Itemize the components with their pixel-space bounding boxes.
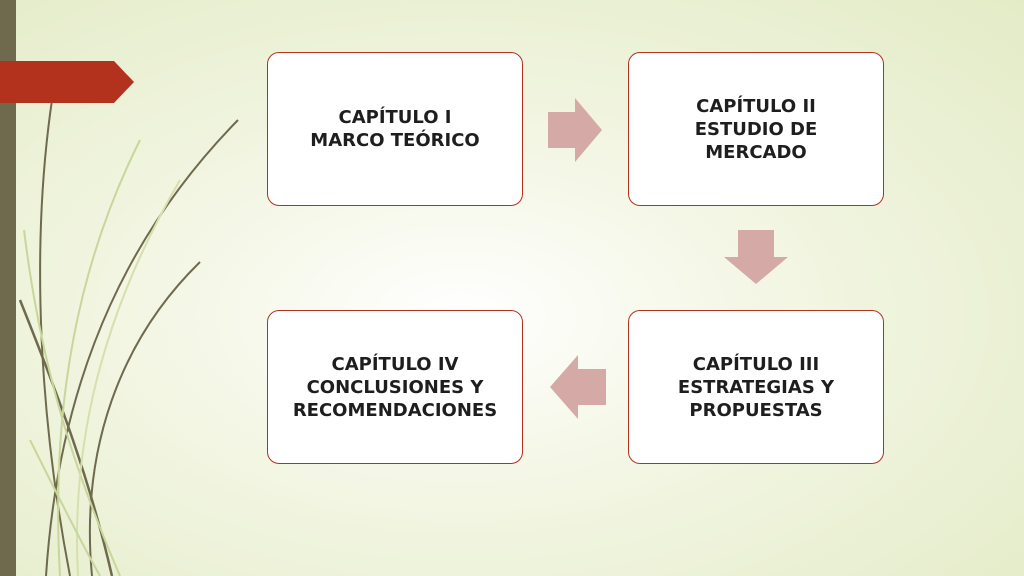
chapter-box-1: CAPÍTULO I MARCO TEÓRICO — [267, 52, 523, 206]
chapter-1-line-1: CAPÍTULO I — [338, 107, 452, 128]
chapter-3-line-1: CAPÍTULO III — [692, 353, 820, 375]
chapter-2-line-3: MERCADO — [705, 141, 807, 163]
chapter-1-label: CAPÍTULO I MARCO TEÓRICO — [302, 106, 487, 152]
chapter-2-line-1: CAPÍTULO II — [696, 95, 816, 117]
chapter-4-label: CAPÍTULO IV CONCLUSIONES Y RECOMENDACION… — [285, 353, 505, 422]
chapter-box-3: CAPÍTULO III ESTRATEGIAS Y PROPUESTAS — [628, 310, 884, 464]
chapter-box-2: CAPÍTULO II ESTUDIO DE MERCADO — [628, 52, 884, 206]
arrow-down-icon — [724, 230, 788, 284]
arrow-left-icon — [550, 355, 606, 419]
chapter-4-line-1: CAPÍTULO IV — [331, 353, 459, 375]
accent-tab — [0, 61, 134, 103]
chapter-3-label: CAPÍTULO III ESTRATEGIAS Y PROPUESTAS — [670, 353, 842, 422]
decorative-stems — [18, 99, 239, 576]
side-bar — [0, 0, 16, 576]
chapter-3-line-2: ESTRATEGIAS Y — [677, 376, 835, 398]
chapter-2-line-2: ESTUDIO DE — [694, 118, 818, 140]
chapter-4-line-2: CONCLUSIONES Y — [306, 376, 484, 398]
chapter-1-line-2: MARCO TEÓRICO — [310, 130, 480, 151]
chapter-3-line-3: PROPUESTAS — [689, 399, 823, 421]
arrow-right-icon — [548, 98, 602, 162]
chapter-2-label: CAPÍTULO II ESTUDIO DE MERCADO — [687, 95, 826, 164]
chapter-box-4: CAPÍTULO IV CONCLUSIONES Y RECOMENDACION… — [267, 310, 523, 464]
chapter-4-line-3: RECOMENDACIONES — [292, 399, 498, 421]
